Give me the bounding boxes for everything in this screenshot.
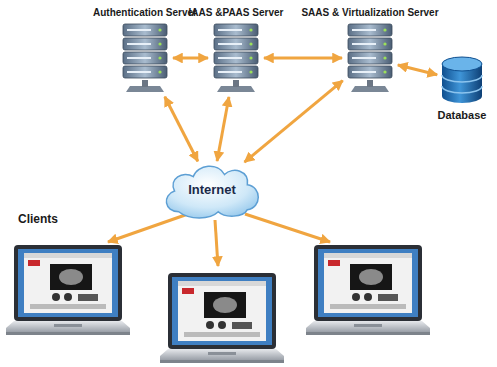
connector-arrow (217, 97, 229, 161)
node-label: IAAS &PAAS Server (189, 6, 284, 19)
client-arrow (215, 220, 218, 266)
node-label: Database (438, 109, 487, 122)
server-icon (211, 22, 261, 94)
server-icon (120, 22, 170, 94)
laptop (306, 245, 430, 335)
node-label: Authentication Server (93, 6, 197, 19)
connector-arrow (165, 97, 198, 162)
connector-arrow (398, 65, 437, 75)
server-node: Authentication Server (93, 6, 197, 94)
database-node: Database (438, 56, 487, 122)
connector-arrow (245, 81, 343, 163)
cloud-node: Internet (160, 158, 264, 220)
connector-arrow (264, 57, 342, 60)
laptop (6, 245, 130, 335)
server-node: SAAS & Virtualization Server (301, 6, 438, 94)
server-node: IAAS &PAAS Server (189, 6, 284, 94)
laptop (160, 273, 284, 363)
node-label: Internet (188, 183, 236, 196)
client-arrow (245, 214, 330, 242)
client-arrow (108, 214, 188, 242)
server-icon (345, 22, 395, 94)
connector-arrow (173, 57, 208, 60)
database-icon (440, 56, 484, 106)
group-label: Clients (18, 212, 58, 226)
node-label: SAAS & Virtualization Server (301, 6, 438, 19)
